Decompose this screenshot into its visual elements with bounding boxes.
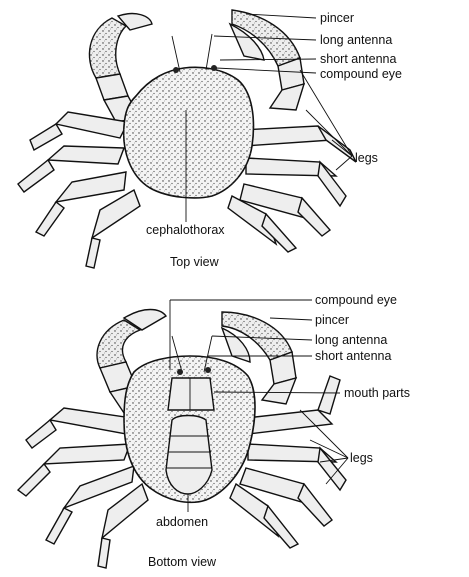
mouth-parts: [168, 378, 214, 410]
caption-bottom-view: Bottom view: [148, 555, 217, 569]
label-long-antenna-top: long antenna: [320, 33, 392, 47]
label-legs-bottom: legs: [350, 451, 373, 465]
label-cephalothorax: cephalothorax: [146, 223, 225, 237]
label-short-antenna-top: short antenna: [320, 52, 396, 66]
compound-eye-left-bottom: [177, 369, 183, 375]
compound-eye-left-top: [173, 67, 179, 73]
label-compound-eye-bottom: compound eye: [315, 293, 397, 307]
label-pincer-top: pincer: [320, 11, 354, 25]
label-short-antenna-bottom: short antenna: [315, 349, 391, 363]
label-pincer-bottom: pincer: [315, 313, 349, 327]
left-legs-top: [18, 112, 140, 268]
long-antenna-top: [172, 34, 212, 72]
label-legs-top: legs: [355, 151, 378, 165]
abdomen-flap: [166, 416, 212, 495]
caption-top-view: Top view: [170, 255, 220, 269]
compound-eye-right-bottom: [205, 367, 211, 373]
crab-bottom-view: [18, 310, 346, 569]
label-compound-eye-top: compound eye: [320, 67, 402, 81]
label-mouth-parts: mouth parts: [344, 386, 410, 400]
label-long-antenna-bottom: long antenna: [315, 333, 387, 347]
label-abdomen: abdomen: [156, 515, 208, 529]
